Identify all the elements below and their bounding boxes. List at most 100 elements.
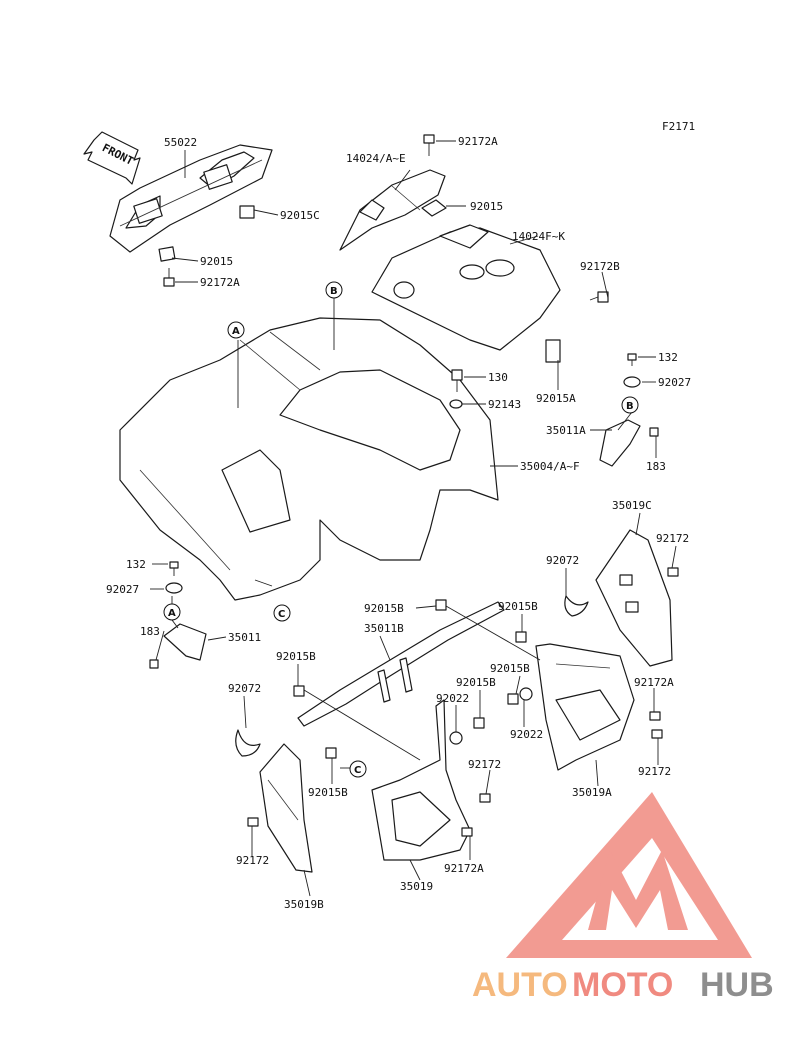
- front-arrow-icon: FRONT: [83, 131, 141, 185]
- callout: 183: [646, 460, 666, 473]
- callout: 14024F~K: [512, 230, 565, 243]
- grommet-92143: [449, 399, 463, 409]
- bolt-132-left: [169, 561, 179, 576]
- bracket-35011: [163, 623, 207, 661]
- marker-c-bottom: C: [349, 760, 367, 778]
- marker-label: C: [354, 765, 361, 776]
- callout: 132: [126, 558, 146, 571]
- logo-m-shape: [588, 850, 688, 930]
- callout: 92015B: [498, 600, 538, 613]
- nut-92015b-top: [435, 599, 447, 611]
- callout: 92027: [658, 376, 691, 389]
- marker-a-top: A: [227, 321, 245, 339]
- marker-b-right: B: [621, 396, 639, 414]
- bolt-130: [451, 369, 463, 392]
- cover-14024f-k: [371, 224, 561, 351]
- callout: 14024/A~E: [346, 152, 406, 165]
- callout: 92015C: [280, 209, 320, 222]
- callout: 92172: [656, 532, 689, 545]
- grommet-92027-right: [623, 376, 641, 388]
- marker-b-top: B: [325, 281, 343, 299]
- bolt-92172-upper-right: [667, 567, 679, 577]
- marker-c-top: C: [273, 604, 291, 622]
- callout: 35011: [228, 631, 261, 644]
- callout: 92072: [546, 554, 579, 567]
- callout: 130: [488, 371, 508, 384]
- bracket-55022: [109, 144, 273, 253]
- bracket-35011b: [297, 601, 505, 727]
- callout: 92015B: [276, 650, 316, 663]
- mudflap-35019a: [535, 643, 635, 771]
- clamp-92072-right: [564, 595, 589, 617]
- nut-92015b-lower: [325, 747, 337, 759]
- callout: 92172: [468, 758, 501, 771]
- bolt-92172-right-lower: [651, 729, 663, 739]
- mudflap-35019: [371, 699, 471, 861]
- nut-92015-left: [158, 246, 176, 262]
- callout: 92015B: [364, 602, 404, 615]
- bolt-92172-center: [479, 793, 491, 803]
- callout: 35019B: [284, 898, 324, 911]
- nut-92015b-right: [507, 693, 519, 705]
- callout: 35004/A~F: [520, 460, 580, 473]
- bolt-92172a-left: [163, 268, 175, 287]
- callout: 132: [658, 351, 678, 364]
- callout: 55022: [164, 136, 197, 149]
- callout: 92172A: [200, 276, 240, 289]
- callout: 92022: [436, 692, 469, 705]
- automotohub-logo: [506, 792, 752, 958]
- callout: 92015B: [308, 786, 348, 799]
- marker-label: B: [626, 401, 634, 412]
- mudflap-35019c: [595, 529, 673, 667]
- callout-labels: 92172A 14024/A~E 55022 92015 14024F~K 92…: [106, 135, 691, 911]
- callout: 35011B: [364, 622, 404, 635]
- callout: 35019A: [572, 786, 612, 799]
- washer-92022-right: [519, 687, 533, 701]
- marker-label: C: [278, 609, 285, 620]
- figure-code: F2171: [662, 120, 695, 133]
- callout: 92015: [200, 255, 233, 268]
- callout: 92015: [470, 200, 503, 213]
- washer-92022-left: [449, 731, 463, 745]
- clamp-92072-left: [235, 729, 261, 757]
- clip-92015a: [545, 339, 561, 363]
- callout: 35019: [400, 880, 433, 893]
- nut-92015b-left: [293, 685, 305, 697]
- marker-label: A: [168, 608, 176, 619]
- clip-92015: [421, 199, 447, 217]
- callout: 92015B: [456, 676, 496, 689]
- bolt-183-left: [149, 659, 159, 669]
- callout: 92022: [510, 728, 543, 741]
- watermark-auto: AUTO: [472, 966, 568, 1004]
- bolt-183-right: [649, 427, 659, 437]
- callout: 92072: [228, 682, 261, 695]
- rear-fender-35004: [119, 317, 499, 601]
- callout: 92015A: [536, 392, 576, 405]
- leader-lines: [150, 140, 677, 897]
- callout: 92172B: [580, 260, 620, 273]
- bolt-132-right: [627, 353, 637, 366]
- grommet-92027-left: [165, 582, 183, 594]
- marker-label: A: [232, 326, 240, 337]
- callout: 35011A: [546, 424, 586, 437]
- mudflap-35019b: [259, 743, 313, 873]
- marker-a-left: A: [163, 603, 181, 621]
- callout: 92172A: [634, 676, 674, 689]
- callout: 183: [140, 625, 160, 638]
- callout: 92143: [488, 398, 521, 411]
- callout: 92015B: [490, 662, 530, 675]
- bolt-92172-left-lower: [247, 817, 259, 827]
- watermark-text: AUTO MOTO HUB: [472, 966, 774, 1004]
- bolt-92172a-right: [649, 711, 661, 721]
- watermark-moto: MOTO: [572, 966, 673, 1004]
- nut-92015b-mid: [515, 631, 527, 643]
- marker-label: B: [330, 286, 338, 297]
- bolt-92172a-top: [423, 134, 435, 156]
- callout: 92172: [236, 854, 269, 867]
- callout: 92027: [106, 583, 139, 596]
- callout: 92172A: [444, 862, 484, 875]
- bolt-92172a-center: [461, 827, 473, 837]
- cover-14024-a-e: [339, 169, 446, 251]
- nut-92015b-center: [473, 717, 485, 729]
